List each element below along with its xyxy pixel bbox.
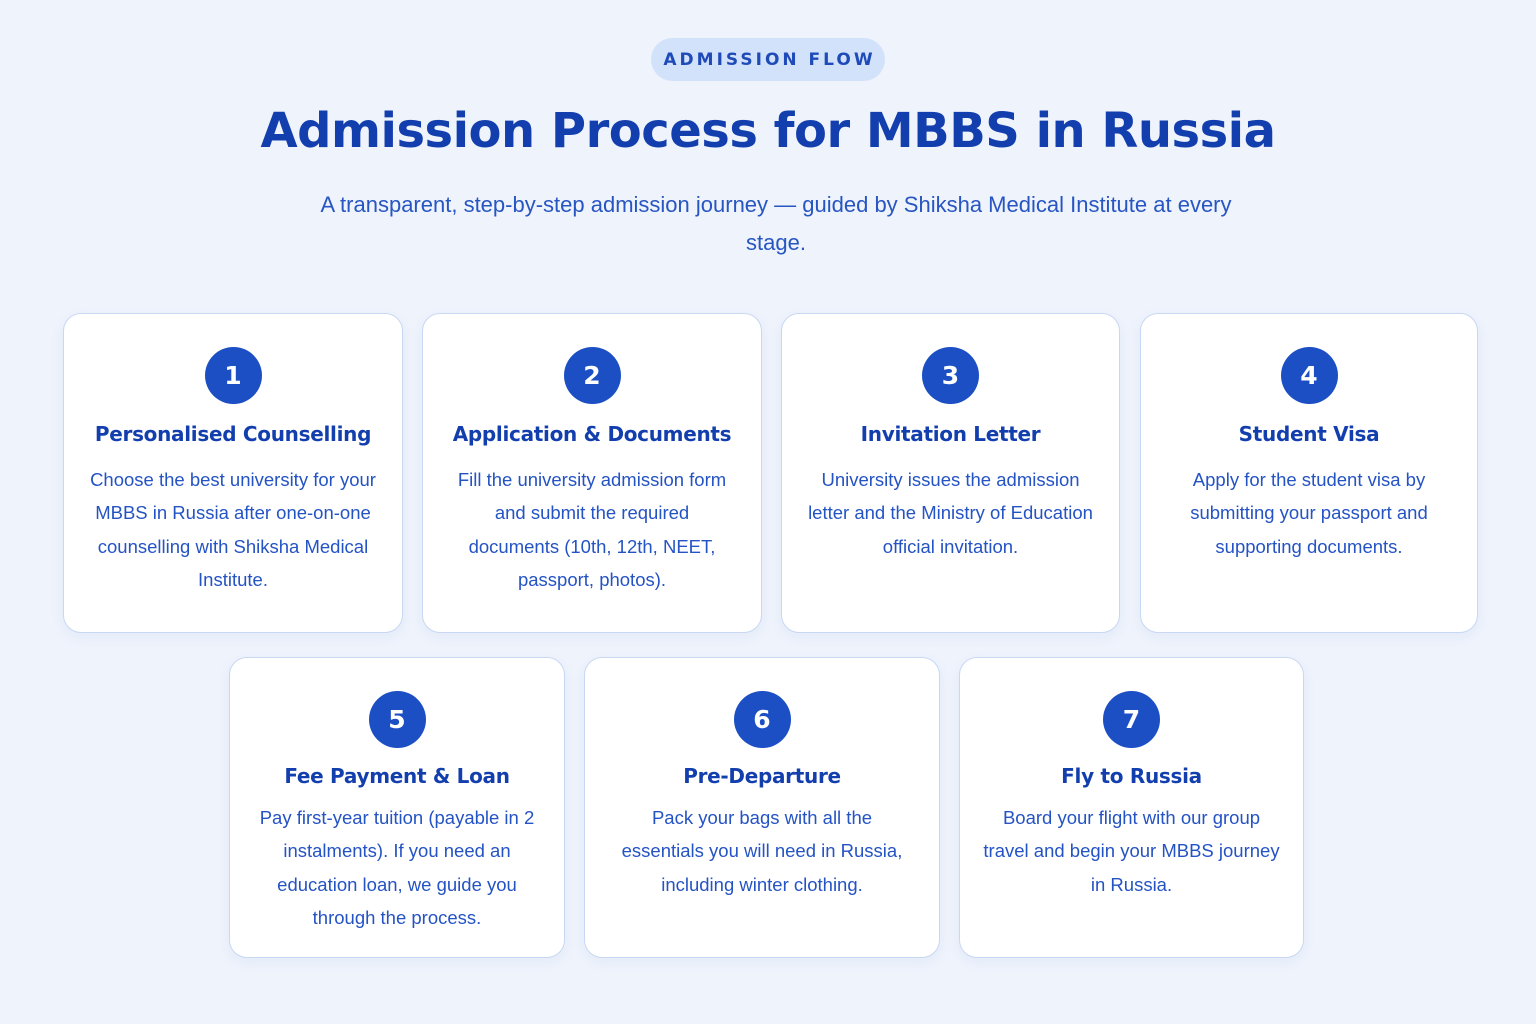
step-description: Pay first-year tuition (payable in 2 ins… (259, 807, 535, 928)
step-title: Fee Payment & Loan (284, 764, 510, 788)
step-number-badge: 3 (922, 347, 979, 404)
step-number-badge: 2 (563, 347, 621, 404)
step-title: Fly to Russia (1061, 764, 1202, 788)
step-number-badge: 1 (204, 347, 262, 404)
step-title: Pre-Departure (683, 764, 841, 788)
step-title: Invitation Letter (860, 422, 1041, 446)
step-number-badge: 7 (1103, 691, 1160, 748)
step-description: University issues the admission letter a… (808, 469, 1093, 557)
section-eyebrow-badge: ADMISSION FLOW (651, 38, 885, 81)
step-description: Board your flight with our group travel … (983, 807, 1280, 895)
step-card-6: 6 Pre-Departure Pack your bags with all … (584, 657, 940, 958)
page-subtitle: A transparent, step-by-step admission jo… (320, 192, 1232, 255)
step-card-2: 2 Application & Documents Fill the unive… (422, 313, 762, 633)
step-title: Personalised Counselling (94, 422, 372, 446)
step-card-3: 3 Invitation Letter University issues th… (781, 313, 1120, 633)
step-card-5: 5 Fee Payment & Loan Pay first-year tuit… (229, 657, 565, 958)
page-title: Admission Process for MBBS in Russia (260, 103, 1276, 159)
step-card-7: 7 Fly to Russia Board your flight with o… (959, 657, 1304, 958)
step-title: Application & Documents (452, 422, 732, 446)
step-card-4: 4 Student Visa Apply for the student vis… (1140, 313, 1478, 633)
step-number-badge: 6 (733, 691, 791, 748)
step-description: Apply for the student visa by submitting… (1190, 469, 1428, 557)
step-title: Student Visa (1238, 422, 1380, 446)
step-description: Pack your bags with all the essentials y… (621, 807, 903, 895)
step-description: Fill the university admission form and s… (457, 469, 727, 590)
step-description: Choose the best university for your MBBS… (90, 469, 376, 590)
step-number-badge: 5 (368, 691, 426, 748)
step-number-badge: 4 (1280, 347, 1338, 404)
step-card-1: 1 Personalised Counselling Choose the be… (63, 313, 403, 633)
